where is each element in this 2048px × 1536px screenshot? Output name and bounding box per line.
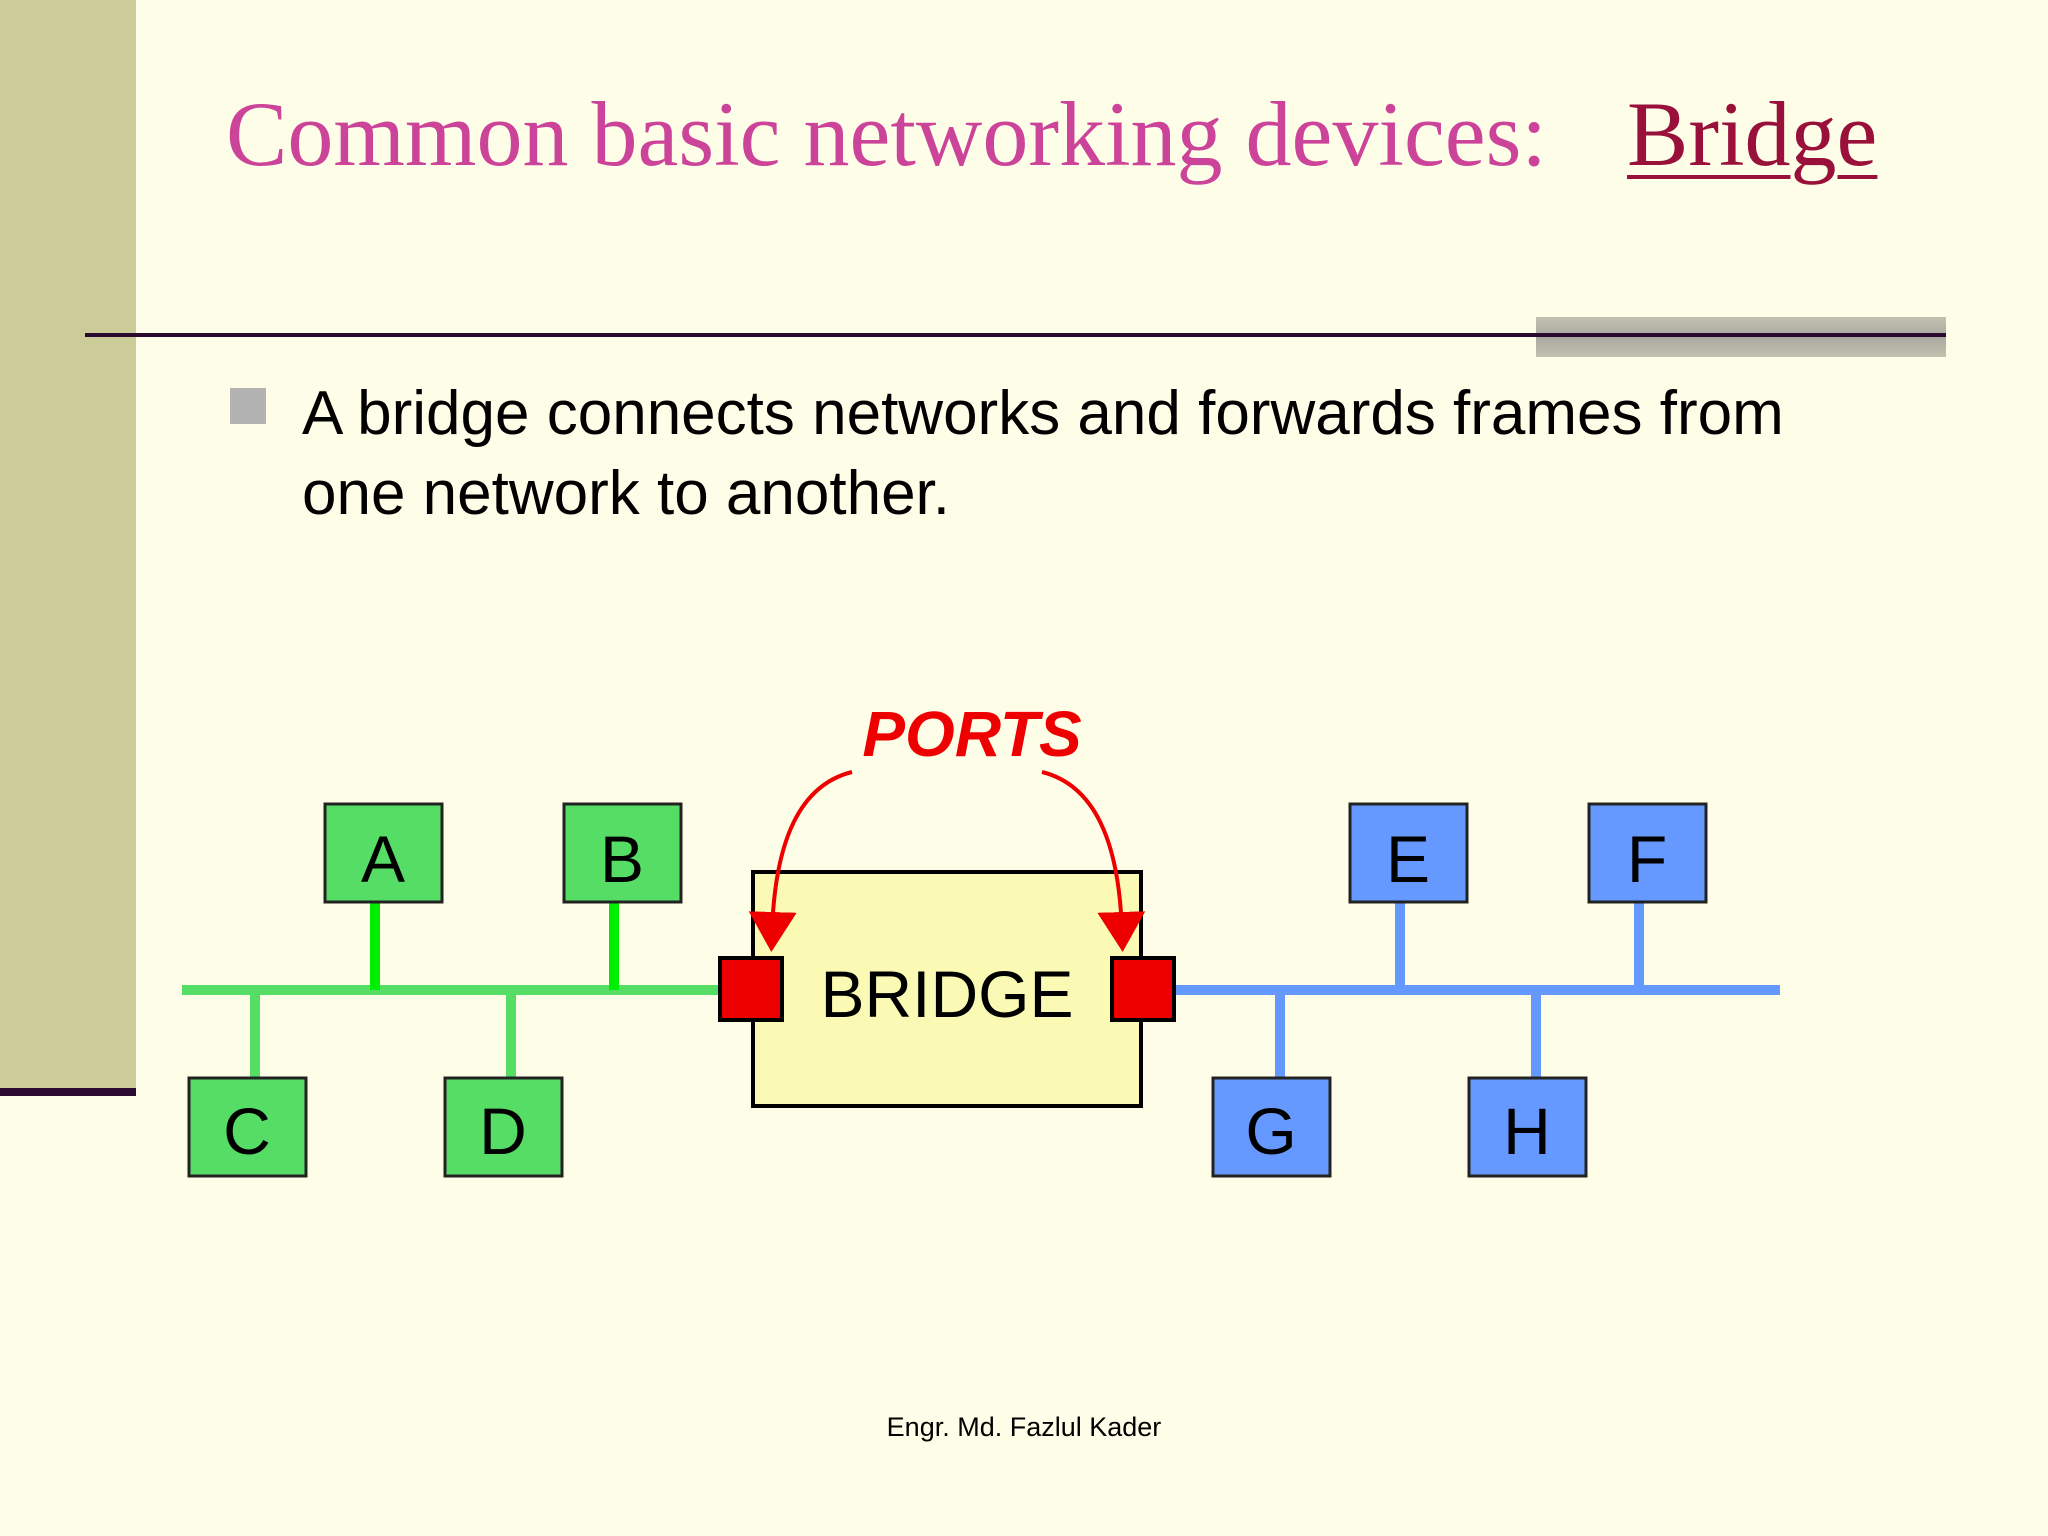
node-f: F <box>1587 802 1708 904</box>
bridge-box <box>751 870 1143 1108</box>
node-h: H <box>1467 1076 1588 1178</box>
ports-arrow-right <box>1041 770 1146 952</box>
node-b: B <box>562 802 683 904</box>
node-d: D <box>443 1076 564 1178</box>
bullet-text: A bridge connects networks and forwards … <box>302 379 1784 528</box>
title-rule <box>85 333 1946 337</box>
node-g: G <box>1211 1076 1332 1178</box>
node-g-label: G <box>1245 1094 1296 1168</box>
title-link-bridge[interactable]: Bridge <box>1627 83 1878 185</box>
ports-arrow-left <box>748 770 853 952</box>
node-d-label: D <box>479 1094 527 1168</box>
node-e: E <box>1348 802 1469 904</box>
bridge-label: BRIDGE <box>820 957 1073 1031</box>
node-b-label: B <box>600 822 644 896</box>
node-e-label: E <box>1386 822 1430 896</box>
title-rule-shadow <box>1536 317 1946 357</box>
node-a: A <box>323 802 444 904</box>
title-rule-overlay <box>1536 333 1946 337</box>
node-a-label: A <box>361 822 405 896</box>
slide-title: Common basic networking devices: <box>226 83 1547 185</box>
side-band-line <box>0 1088 136 1096</box>
bullet-square-icon <box>230 388 266 424</box>
footer-author: Engr. Md. Fazlul Kader <box>886 1412 1162 1442</box>
node-h-label: H <box>1503 1094 1551 1168</box>
left-port <box>718 956 784 1022</box>
node-f-label: F <box>1627 822 1667 896</box>
node-c: C <box>187 1076 308 1178</box>
right-port <box>1110 956 1176 1022</box>
ports-label: PORTS <box>862 698 1082 770</box>
side-band <box>0 0 136 1090</box>
node-c-label: C <box>223 1094 271 1168</box>
